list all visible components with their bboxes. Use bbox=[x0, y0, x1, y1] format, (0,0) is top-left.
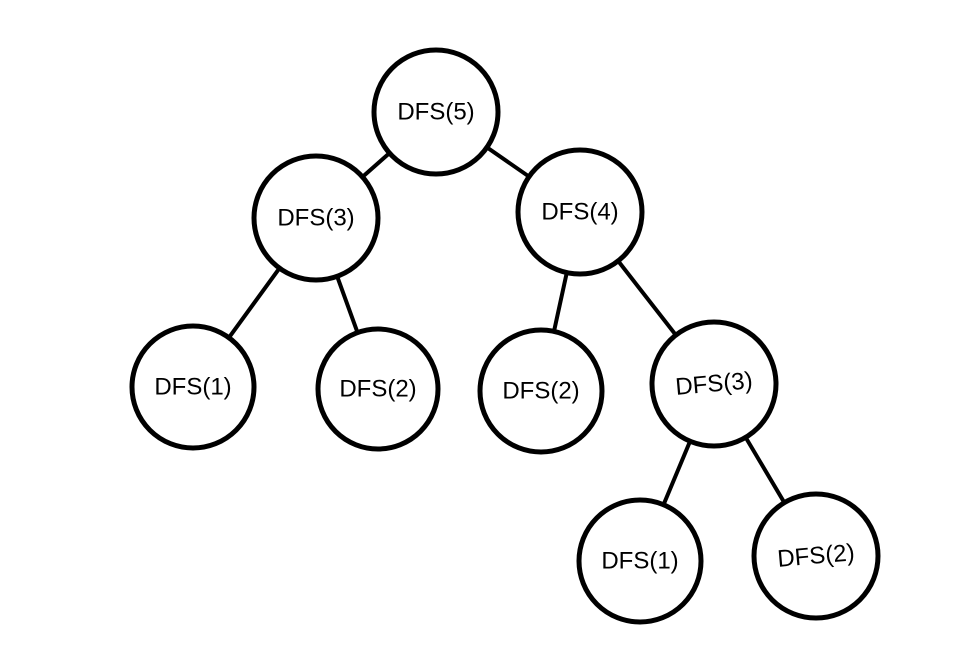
node-label-l-l: DFS(1) bbox=[154, 374, 231, 401]
tree-node-r-l: DFS(2) bbox=[477, 327, 605, 455]
tree-node-r-r-r: DFS(2) bbox=[751, 491, 881, 621]
node-circle-r bbox=[515, 147, 645, 277]
tree-node-l-l: DFS(1) bbox=[129, 323, 257, 451]
node-circle-l-l bbox=[129, 323, 257, 451]
node-label-l: DFS(3) bbox=[277, 205, 354, 232]
node-label-r: DFS(4) bbox=[541, 199, 618, 226]
node-label-root: DFS(5) bbox=[397, 99, 474, 126]
node-label-r-r: DFS(3) bbox=[674, 367, 753, 401]
node-circle-r-r-r bbox=[751, 491, 881, 621]
node-circle-r-r-l bbox=[576, 497, 704, 625]
node-circle-r-r bbox=[649, 319, 779, 449]
node-label-l-r: DFS(2) bbox=[339, 376, 416, 403]
tree-node-l: DFS(3) bbox=[251, 153, 381, 283]
node-label-r-l: DFS(2) bbox=[502, 378, 579, 405]
tree-node-r-r-l: DFS(1) bbox=[576, 497, 704, 625]
node-circle-root bbox=[371, 47, 501, 177]
node-circle-l-r bbox=[315, 326, 441, 452]
node-circle-r-l bbox=[477, 327, 605, 455]
tree-node-l-r: DFS(2) bbox=[315, 326, 441, 452]
tree-node-r-r: DFS(3) bbox=[649, 319, 779, 449]
tree-node-root: DFS(5) bbox=[371, 47, 501, 177]
node-circle-l bbox=[251, 153, 381, 283]
node-label-r-r-l: DFS(1) bbox=[601, 548, 678, 575]
tree-node-r: DFS(4) bbox=[515, 147, 645, 277]
nodes-layer: DFS(5) DFS(3) DFS(4) DFS(1) DFS(2) DFS(2) DFS(… bbox=[129, 47, 881, 625]
node-label-r-r-r: DFS(2) bbox=[776, 539, 855, 573]
